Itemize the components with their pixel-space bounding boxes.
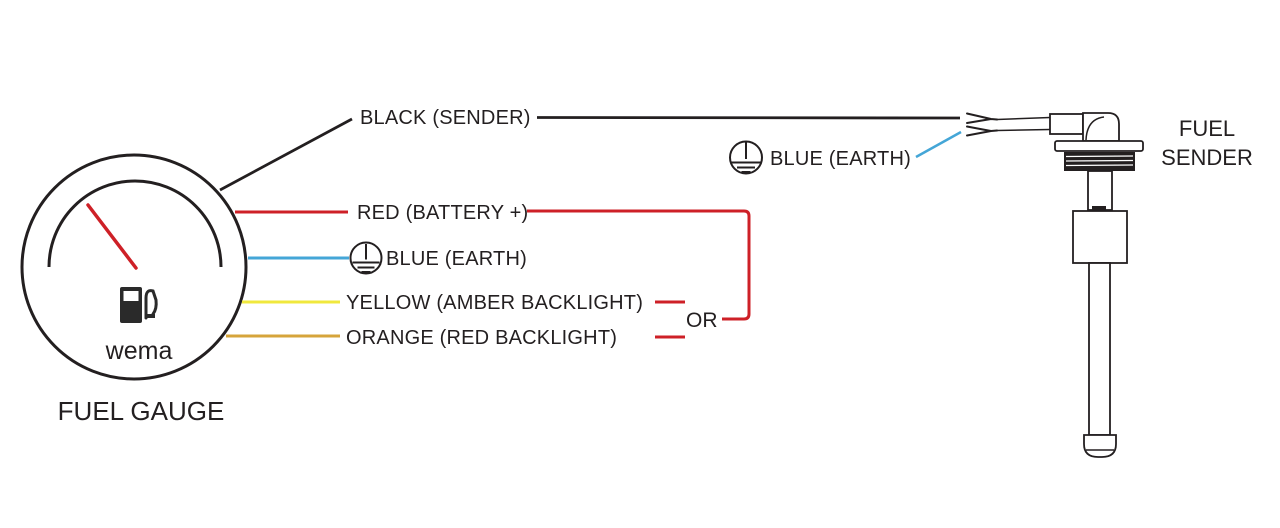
sender-flange bbox=[1054, 140, 1144, 152]
sender-bottom-cap bbox=[1083, 434, 1117, 458]
earth-symbol-sender bbox=[729, 140, 763, 175]
gauge-dial-arc bbox=[47, 179, 223, 268]
terminal-fork-top bbox=[966, 112, 998, 124]
wire-black-diagonal bbox=[219, 117, 353, 192]
pump-foot bbox=[147, 314, 155, 318]
wire-black-horizontal bbox=[536, 116, 961, 120]
sender-float-body bbox=[1072, 210, 1128, 264]
wire-black-label: BLACK (SENDER) bbox=[360, 107, 531, 129]
earth-symbol-circle bbox=[729, 140, 763, 175]
thread-ridge bbox=[1065, 155, 1134, 158]
thread-ridge bbox=[1065, 159, 1134, 162]
gauge-brand: wema bbox=[105, 337, 173, 365]
fuel-pump-icon bbox=[120, 287, 158, 323]
sender-float-tab bbox=[1092, 206, 1106, 211]
fuel-sender-unit bbox=[966, 112, 1144, 458]
terminal-fork-bottom bbox=[966, 125, 998, 137]
sender-upper-shaft bbox=[1087, 170, 1113, 211]
sender-lower-shaft bbox=[1088, 262, 1111, 436]
earth-symbol-circle bbox=[349, 241, 383, 275]
sender-cable-bottom bbox=[996, 128, 1051, 132]
wire-red-connector bbox=[527, 209, 751, 321]
thread-ridge bbox=[1065, 164, 1134, 167]
sender-elbow-housing bbox=[1082, 112, 1120, 142]
pump-hose bbox=[144, 289, 158, 320]
wire-blue-sender-label: BLUE (EARTH) bbox=[770, 148, 911, 170]
gauge-title: FUEL GAUGE bbox=[58, 396, 225, 426]
wire-orange-label: ORANGE (RED BACKLIGHT) bbox=[346, 327, 617, 349]
sender-terminals bbox=[966, 112, 998, 137]
earth-symbol-gauge bbox=[349, 241, 383, 275]
gauge-needle bbox=[86, 203, 138, 270]
sender-thread-ridges bbox=[1065, 155, 1134, 167]
pump-window bbox=[123, 291, 139, 301]
or-label: OR bbox=[686, 309, 718, 332]
fuel-gauge: wema bbox=[20, 153, 248, 381]
sender-title-line2: SENDER bbox=[1161, 145, 1253, 170]
sender-cable-sleeve bbox=[1049, 113, 1084, 135]
wire-red-label: RED (BATTERY +) bbox=[357, 202, 528, 224]
wire-blue-gauge-label: BLUE (EARTH) bbox=[386, 248, 527, 270]
sender-cable-top bbox=[996, 116, 1051, 121]
sender-title-line1: FUEL bbox=[1179, 116, 1235, 141]
sender-elbow-bend bbox=[1085, 116, 1105, 141]
wire-blue-sender bbox=[915, 130, 962, 159]
wire-yellow-label: YELLOW (AMBER BACKLIGHT) bbox=[346, 292, 643, 314]
